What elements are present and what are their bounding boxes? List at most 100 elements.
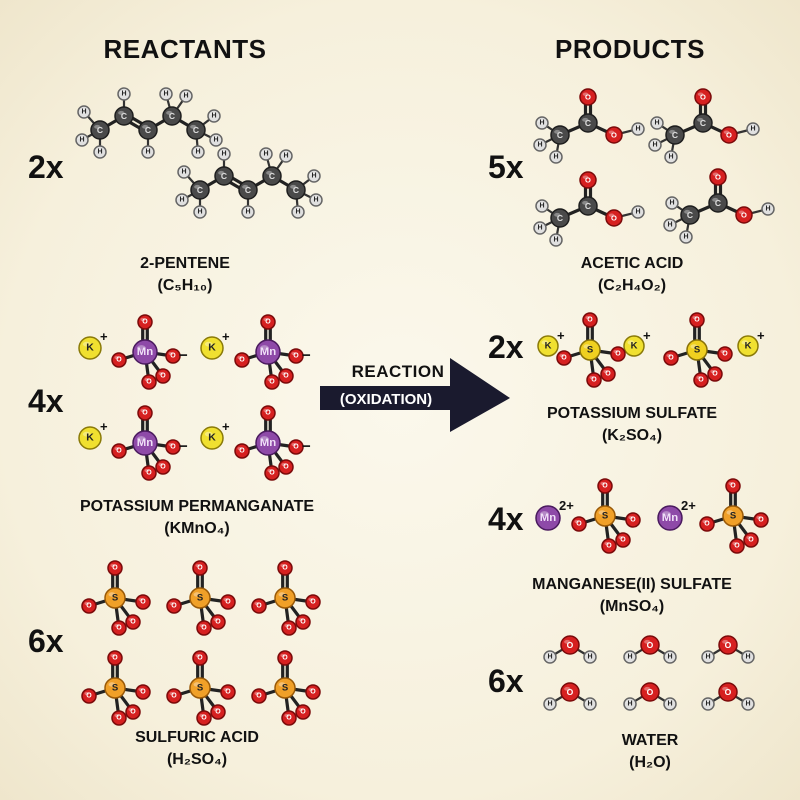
kmno4-formula: (KMnO₄)	[164, 520, 229, 537]
atom-label: O	[112, 655, 118, 662]
atom-label: O	[730, 483, 736, 490]
atom-c	[680, 205, 700, 225]
atom-o	[264, 465, 280, 481]
atom-highlight	[128, 708, 134, 712]
water-formula: (H₂O)	[629, 754, 671, 771]
atom-o	[281, 710, 297, 726]
atom-label: C	[169, 111, 175, 121]
atom-o	[125, 614, 141, 630]
atom-highlight	[280, 564, 286, 568]
atom-h	[746, 122, 760, 136]
pentene-formula: (C₅H₁₀)	[158, 277, 213, 294]
mnso4-formula: (MnSO₄)	[600, 598, 665, 615]
atom-o	[251, 598, 267, 614]
h2so4-formula: (H₂SO₄)	[167, 751, 227, 768]
atom-highlight	[756, 516, 762, 520]
atom-h	[679, 230, 693, 244]
atom-label: H	[211, 113, 216, 120]
atom-label: O	[734, 543, 740, 550]
atom-highlight	[118, 110, 125, 115]
atom-label: O	[116, 715, 122, 722]
atom-label: O	[142, 410, 148, 417]
atom-label: S	[602, 511, 608, 522]
atom-label: O	[239, 448, 245, 455]
atom-label: C	[245, 185, 251, 195]
atom-o	[141, 465, 157, 481]
atom-label: H	[121, 91, 126, 98]
atom-o	[605, 126, 623, 144]
atom-label: H	[537, 225, 542, 232]
atom-h	[177, 165, 191, 179]
atom-label: O	[748, 537, 754, 544]
atom-highlight	[536, 224, 541, 228]
atom-highlight	[267, 469, 273, 473]
atom-s	[189, 677, 211, 699]
reaction-arrow: REACTION (OXIDATION)	[320, 358, 510, 432]
products-heading: PRODUCTS	[555, 34, 705, 64]
atom-label: O	[146, 379, 152, 386]
atom-o	[111, 710, 127, 726]
atom-highlight	[586, 700, 591, 704]
atom-highlight	[260, 436, 269, 442]
atom-o	[141, 374, 157, 390]
atom-label: O	[130, 619, 136, 626]
atom-k	[78, 426, 102, 450]
atom-highlight	[144, 469, 150, 473]
water-name: WATER	[622, 732, 679, 749]
atom-highlight	[627, 340, 635, 345]
atom-s	[274, 587, 296, 609]
atom-highlight	[712, 172, 719, 176]
atom-c	[190, 180, 210, 200]
atom-highlight	[667, 153, 672, 157]
arrow-label-line1: REACTION	[352, 362, 445, 381]
atom-label: H	[668, 154, 673, 161]
atom-label: H	[179, 197, 184, 204]
atom-label: H	[705, 701, 710, 708]
atom-highlight	[278, 592, 286, 597]
atom-highlight	[260, 345, 269, 351]
atom-label: H	[553, 237, 558, 244]
atom-label: O	[197, 565, 203, 572]
atom-highlight	[291, 443, 297, 447]
atom-label: Mn	[137, 346, 153, 358]
atom-o	[165, 439, 181, 455]
atom-label: O	[668, 355, 674, 362]
atom-label: O	[567, 640, 574, 650]
atom-highlight	[199, 624, 205, 628]
atom-o	[586, 372, 602, 388]
atom-label: C	[121, 111, 127, 121]
atom-highlight	[603, 370, 609, 374]
atom-highlight	[628, 516, 634, 520]
atom-label: H	[145, 149, 150, 156]
atom-o	[288, 348, 304, 364]
atom-highlight	[720, 350, 726, 354]
atom-label: H	[683, 234, 688, 241]
atom-highlight	[583, 344, 591, 349]
atom-sy	[686, 339, 708, 361]
atom-label: H	[245, 209, 250, 216]
atom-label: O	[225, 689, 231, 696]
potassium-ion: K+	[737, 328, 765, 357]
atom-h	[663, 218, 677, 232]
atom-label: O	[300, 709, 306, 716]
atom-h	[535, 116, 549, 130]
atom-label: H	[750, 126, 755, 133]
atom-label: O	[86, 603, 92, 610]
atom-highlight	[237, 356, 243, 360]
atom-highlight	[574, 520, 580, 524]
water-multiplier: 6x	[488, 663, 524, 699]
atom-label: O	[201, 625, 207, 632]
atom-highlight	[662, 511, 671, 517]
atom-o	[81, 598, 97, 614]
atom-o	[277, 650, 293, 666]
atom-highlight	[263, 318, 269, 322]
atom-h	[665, 196, 679, 210]
atom-highlight	[298, 618, 304, 622]
